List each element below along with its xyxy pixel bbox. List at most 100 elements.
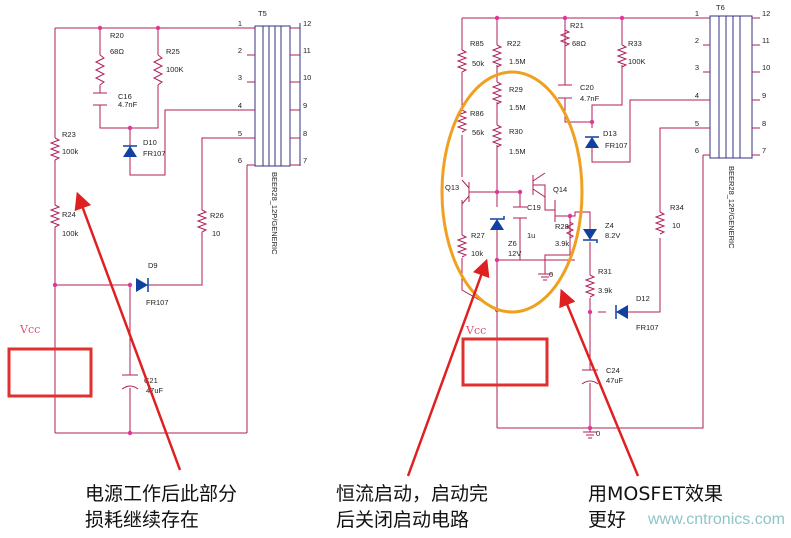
r31-value: 3.9k (598, 286, 612, 295)
ground-1 (538, 273, 552, 281)
left-wires (54, 27, 248, 434)
t5-label: T5 (258, 9, 267, 18)
t5-pin-8: 8 (303, 129, 307, 138)
t6-model: BEER28_12P/GENERIC (727, 166, 736, 249)
transformer-t6 (709, 15, 753, 159)
c16-label: C16 (118, 92, 132, 101)
diode-d12 (615, 305, 628, 319)
c19-value: 1u (527, 231, 535, 240)
t6-pin-11: 11 (762, 36, 770, 45)
t5-pin-4: 4 (238, 101, 242, 110)
r29-label: R29 (509, 85, 523, 94)
r21-label: R21 (570, 21, 584, 30)
r24-label: R24 (62, 210, 76, 219)
caption-left-line1: 电源工作后此部分 (85, 483, 237, 505)
annotation-arrows (74, 191, 640, 477)
resistor-r28 (565, 221, 575, 239)
left-circuit (49, 23, 301, 434)
r86-label: R86 (470, 109, 484, 118)
r28-label: R28 (555, 222, 569, 231)
r25-value: 100K (166, 65, 184, 74)
capacitor-c20 (558, 84, 572, 99)
c21-label: C21 (144, 376, 158, 385)
capacitor-c19 (513, 206, 527, 219)
resistor-r34 (654, 211, 666, 235)
r22-label: R22 (507, 39, 521, 48)
transformer-t5 (254, 25, 291, 167)
resistor-r30 (491, 124, 503, 148)
caption-mid-line1: 恒流启动，启动完 (336, 483, 488, 505)
d12-label: D12 (636, 294, 650, 303)
t5-pin-5: 5 (238, 129, 242, 138)
r29-value: 1.5M (509, 103, 526, 112)
r27-value: 10k (471, 249, 483, 258)
watermark: www.cntronics.com (647, 511, 785, 528)
t6-label: T6 (716, 3, 725, 12)
zener-z4 (583, 229, 598, 243)
right-nodes (494, 15, 625, 431)
left-nodes (52, 25, 161, 436)
z6-label: Z6 (508, 239, 517, 248)
r34-label: R34 (670, 203, 684, 212)
r24-value: 100k (62, 229, 79, 238)
d10-value: FR107 (143, 149, 166, 158)
startup-circuit-highlight (440, 70, 584, 314)
resistor-r22 (491, 44, 503, 68)
t6-pin-10: 10 (762, 63, 770, 72)
q13-label: Q13 (445, 183, 459, 192)
r30-value: 1.5M (509, 147, 526, 156)
r25-label: R25 (166, 47, 180, 56)
d9-label: D9 (148, 261, 158, 270)
t5-pin-7: 7 (303, 156, 307, 165)
capacitor-c16 (93, 92, 107, 106)
c24-label: C24 (606, 366, 620, 375)
resistor-r86 (456, 109, 468, 133)
r85-label: R85 (470, 39, 484, 48)
t6-pin-5: 5 (695, 119, 699, 128)
right-labels: T6 1 2 3 4 5 6 12 11 10 9 8 7 BEER28_12P… (445, 3, 770, 438)
r34-value: 10 (672, 221, 680, 230)
t6-pin-12: 12 (762, 9, 770, 18)
r26-label: R26 (210, 211, 224, 220)
t6-pin-2: 2 (695, 36, 699, 45)
t6-pin-8: 8 (762, 119, 766, 128)
capacitor-c21 (121, 374, 139, 390)
transistor-q14 (532, 172, 546, 198)
t5-pin-2: 2 (238, 46, 242, 55)
resistor-r33 (616, 44, 628, 68)
c21-value: 47uF (146, 386, 164, 395)
caption-right-line1: 用MOSFET效果 (588, 483, 723, 505)
resistor-r31 (584, 274, 596, 298)
t5-pin-10: 10 (303, 73, 311, 82)
right-circuit (456, 15, 760, 439)
r23-value: 100k (62, 147, 79, 156)
c16-value: 4.7nF (118, 100, 138, 109)
r26-value: 10 (212, 229, 220, 238)
r33-label: R33 (628, 39, 642, 48)
caption-left-line2: 损耗继续存在 (85, 509, 199, 531)
resistor-r27 (456, 234, 468, 258)
r22-value: 1.5M (509, 57, 526, 66)
t5-pin-6: 6 (238, 156, 242, 165)
transistor-q13 (461, 179, 470, 205)
t6-pin-3: 3 (695, 63, 699, 72)
left-labels: T5 1 2 3 4 5 6 12 11 10 9 8 7 BEER28_12P… (19, 9, 311, 395)
caption-mid-line2: 后关闭启动电路 (336, 509, 469, 531)
arrow-right (559, 288, 640, 477)
d9-value: FR107 (146, 298, 169, 307)
r23-label: R23 (62, 130, 76, 139)
resistor-r25 (152, 54, 164, 86)
arrow-left (74, 191, 182, 471)
t6-pin-9: 9 (762, 91, 766, 100)
caption-right-line2: 更好 (588, 509, 626, 531)
t5-pin-11: 11 (303, 46, 311, 55)
t6-pin-7: 7 (762, 146, 766, 155)
t6-pin-6: 6 (695, 146, 699, 155)
zener-z6 (490, 216, 505, 230)
resistor-r24 (49, 204, 61, 228)
c20-label: C20 (580, 83, 594, 92)
r20-value: 68Ω (110, 47, 124, 56)
z4-label: Z4 (605, 221, 614, 230)
gnd2-label: 0 (596, 429, 600, 438)
